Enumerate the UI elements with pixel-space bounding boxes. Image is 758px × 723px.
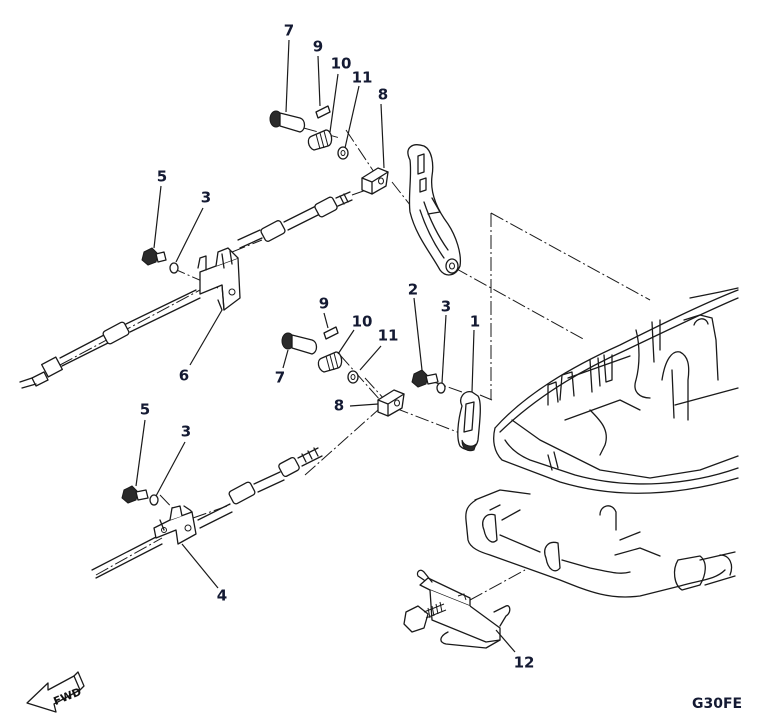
bolt-middle bbox=[411, 369, 439, 388]
callout-5-upper: 5 bbox=[156, 167, 168, 186]
upper-cable bbox=[19, 191, 353, 389]
cotter-pins bbox=[315, 105, 339, 340]
fwd-arrow-icon: FWD bbox=[26, 671, 85, 713]
diagram-code: G30FE bbox=[692, 696, 743, 712]
callout-11-lower: 11 bbox=[377, 326, 399, 345]
callout-10-lower: 10 bbox=[351, 312, 373, 331]
callout-3-upper: 3 bbox=[200, 188, 212, 207]
cable-joint-lower bbox=[377, 389, 405, 417]
pin-upper bbox=[269, 110, 306, 133]
lower-cable-bracket bbox=[153, 505, 197, 545]
shift-lever bbox=[457, 391, 481, 452]
assembly-lines bbox=[59, 121, 651, 601]
callout-3-lower: 3 bbox=[180, 422, 192, 441]
callout-7-lower: 7 bbox=[274, 368, 286, 387]
bottom-cowling bbox=[493, 287, 739, 494]
callout-10-upper: 10 bbox=[330, 54, 352, 73]
callout-9-upper: 9 bbox=[312, 37, 324, 56]
throttle-arm bbox=[407, 144, 462, 276]
lower-cable bbox=[91, 447, 323, 579]
springs bbox=[307, 129, 343, 373]
callout-11-upper: 11 bbox=[351, 68, 373, 87]
callout-3-middle: 3 bbox=[440, 297, 452, 316]
callout-12: 12 bbox=[513, 653, 535, 672]
callout-8-lower: 8 bbox=[333, 396, 345, 415]
callout-8-upper: 8 bbox=[377, 85, 389, 104]
lower-tube bbox=[465, 489, 736, 598]
callout-2: 2 bbox=[407, 280, 419, 299]
bolt-lower bbox=[121, 485, 149, 504]
callout-1: 1 bbox=[469, 312, 481, 331]
leader-lines bbox=[135, 39, 516, 653]
cable-joint-upper bbox=[361, 167, 389, 195]
callout-9-lower: 9 bbox=[318, 294, 330, 313]
callout-6: 6 bbox=[178, 366, 190, 385]
callout-7-upper: 7 bbox=[283, 21, 295, 40]
washers bbox=[149, 146, 446, 506]
callout-4: 4 bbox=[216, 586, 228, 605]
callout-5-lower: 5 bbox=[139, 400, 151, 419]
cable-clamp bbox=[403, 569, 511, 649]
upper-cable-bracket bbox=[197, 247, 241, 311]
bolt-upper bbox=[141, 247, 167, 266]
pin-lower bbox=[281, 332, 318, 355]
